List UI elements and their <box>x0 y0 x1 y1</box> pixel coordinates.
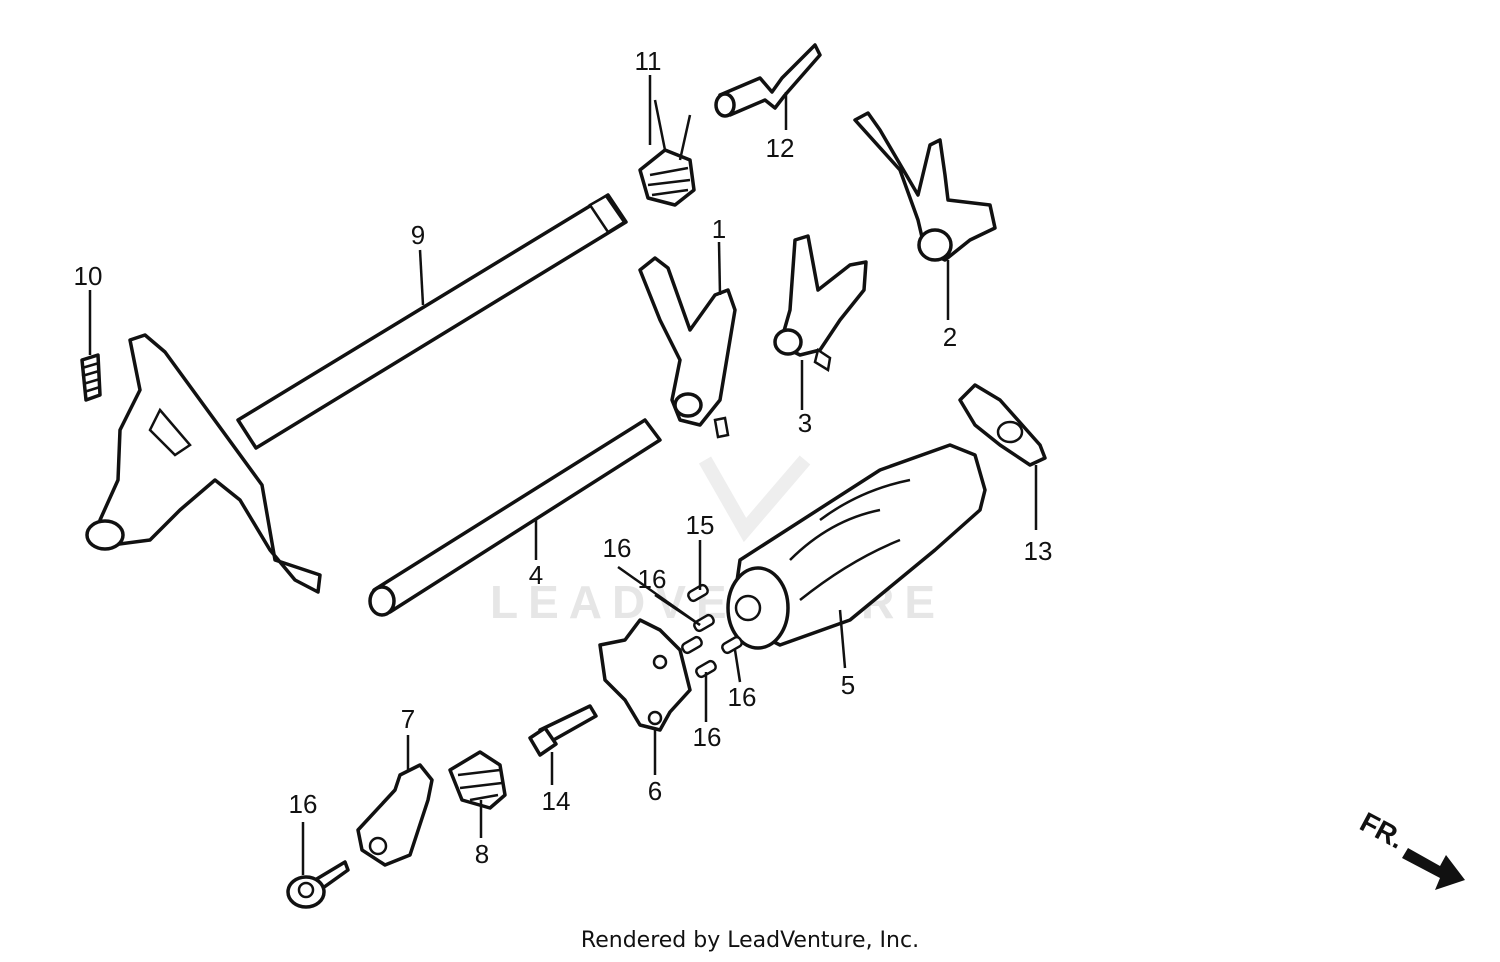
callout-1: 1 <box>712 214 726 244</box>
part-shift-fork-1 <box>638 256 737 439</box>
callout-5: 5 <box>841 670 855 700</box>
callouts: 11 12 10 9 1 3 2 4 13 5 15 16 16 16 16 6… <box>74 46 1053 869</box>
callout-11: 11 <box>635 46 662 76</box>
front-arrow-icon <box>1402 848 1465 890</box>
direction-label: FR. <box>1355 806 1409 855</box>
callout-16-a: 15 <box>686 510 715 540</box>
front-direction-indicator: FR. <box>1355 806 1465 890</box>
callout-16-d: 16 <box>728 682 757 712</box>
part-bolt-15 <box>528 704 598 757</box>
callout-6: 6 <box>648 776 662 806</box>
callout-16-c: 16 <box>638 564 667 594</box>
callout-8: 8 <box>475 839 489 869</box>
callout-4: 4 <box>529 560 543 590</box>
part-fork-shaft <box>368 418 662 617</box>
part-stopper-arm <box>356 763 434 867</box>
callout-3: 3 <box>798 408 812 438</box>
part-drum-center <box>598 618 692 732</box>
callout-14: 16 <box>289 789 318 819</box>
leader-lines <box>88 75 1038 875</box>
callout-16-b: 16 <box>603 533 632 563</box>
callout-10: 10 <box>74 261 103 291</box>
callout-16-e: 16 <box>693 722 722 752</box>
part-spring-8 <box>448 750 507 810</box>
part-shift-drum <box>726 443 987 650</box>
part-gearshift-spindle <box>85 193 628 594</box>
callout-15: 14 <box>542 786 571 816</box>
callout-13: 13 <box>1024 536 1053 566</box>
part-shift-fork-3 <box>773 234 868 373</box>
part-pins <box>681 583 743 679</box>
part-drum-plate <box>958 383 1047 467</box>
part-spring-small <box>80 353 102 402</box>
part-bolt-14 <box>286 860 350 909</box>
part-spring-11 <box>638 99 696 207</box>
callout-7: 7 <box>401 704 415 734</box>
callout-9: 9 <box>411 220 425 250</box>
part-stopper-pin <box>714 43 822 118</box>
callout-2: 2 <box>943 322 957 352</box>
footer-credit: Rendered by LeadVenture, Inc. <box>580 928 920 953</box>
part-shift-fork-2 <box>853 111 997 262</box>
callout-12: 12 <box>766 133 795 163</box>
